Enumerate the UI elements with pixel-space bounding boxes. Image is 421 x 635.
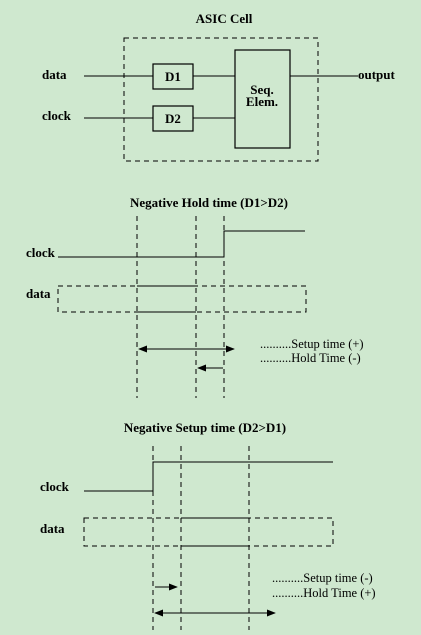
negative-setup-title: Negative Setup time (D2>D1) [124, 420, 286, 435]
neg-hold-clock-label: clock [26, 245, 56, 260]
asic-cell-block: ASIC Cell data clock D1 D2 Seq. Elem. ou… [42, 11, 396, 162]
neg-setup-setup-note: ..........Setup time (-) [272, 571, 373, 585]
seq-element-label-line1: Seq. [250, 82, 273, 97]
delay-d2-label: D2 [165, 111, 181, 126]
asic-cell-title: ASIC Cell [196, 11, 253, 26]
neg-setup-data-label: data [40, 521, 65, 536]
neg-hold-data-window [57, 285, 307, 313]
neg-setup-hold-note: ..........Hold Time (+) [272, 586, 376, 600]
neg-hold-setup-note: ..........Setup time (+) [260, 337, 364, 351]
negative-setup-diagram: Negative Setup time (D2>D1) clock data .… [40, 420, 376, 630]
neg-hold-data-label: data [26, 286, 51, 301]
delay-d1-label: D1 [165, 69, 181, 84]
asic-cell-boundary [123, 37, 319, 162]
seq-element-label-line2: Elem. [246, 94, 278, 109]
asic-data-label: data [42, 67, 67, 82]
sequential-element-box [234, 49, 291, 149]
asic-clock-label: clock [42, 108, 72, 123]
neg-setup-clock-waveform [84, 461, 333, 492]
neg-setup-data-window [83, 517, 334, 547]
negative-hold-title: Negative Hold time (D1>D2) [130, 195, 288, 210]
asic-output-label: output [358, 67, 396, 82]
neg-hold-clock-waveform [58, 230, 305, 258]
negative-hold-diagram: Negative Hold time (D1>D2) clock data ..… [26, 195, 364, 398]
neg-hold-hold-note: ..........Hold Time (-) [260, 351, 361, 365]
neg-setup-clock-label: clock [40, 479, 70, 494]
